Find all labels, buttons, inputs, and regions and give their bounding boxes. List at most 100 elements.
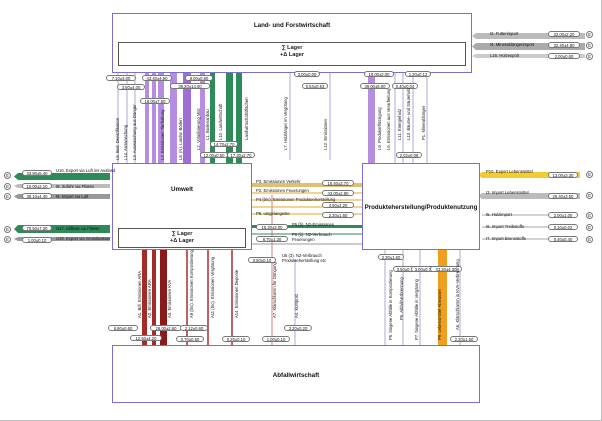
land-flow-label: L13. Bäume- und Säureholz [406,87,411,140]
import-label: L16. Holzexport [490,53,520,58]
marker-e: E [586,224,593,231]
produkte-right-label: I3. Import Lebensmittel [486,190,529,195]
produkte-right-label: I7. Import Brennstoffe [486,236,527,241]
import-value: 32.40±4.80 [548,42,580,48]
node-abfallwirtschaft: Abfallwirtschaft [112,345,480,403]
land-flow-value: 2.02±0.08 [396,152,422,158]
marker-e: E [4,183,11,190]
node-land-title: Land- und Forstwirtschaft [253,22,331,29]
land-flow-value: 10.00±2.00 [364,71,394,77]
umwelt-left-label: I8. Zufuhr via Flüsse [56,184,94,189]
abfall-flow-value: 3.20±0.20 [284,325,312,331]
land-flow-label: L4. Emissionen Tierhaltung [160,109,165,160]
abfall-flow-label: A11 (b/c). Emissionen Vergärung [210,256,215,318]
middle-flow-value: 8.70±1.30 [256,236,288,242]
node-produkte-title: Produkteherstellung/Produktenutzung [364,204,478,211]
produkte-right-label: I6. Import Treibstoffe [486,224,525,229]
land-flow-value: 39.20±14.00 [170,83,210,89]
marker-e: E [586,53,593,60]
marker-e: E [4,193,11,200]
umwelt-left-label: I9. Import via Luft [56,194,89,199]
umwelt-left-label: U17. Abfluss via Flüsse [56,226,100,231]
land-flow-label: L1. Bodenanbau [205,109,210,140]
umwelt-left-value: 33.80±5.40 [22,170,52,176]
marker-e: E [586,171,593,178]
produkte-right-value: 2.00±1.00 [548,212,578,218]
abfall-flow-value: 0.25±0.10 [222,336,250,342]
marker-e: E [586,42,593,49]
marker-e: E [4,172,11,179]
land-flow-value: 0.53±0.53 [302,83,328,89]
abfall-flow-label: A7. Klärschlamm für Düngung [272,262,277,318]
abfall-flow-value: 0.70±0.50 [176,336,204,342]
produkte-right-value: 25.40±3.50 [548,193,578,199]
umwelt-left-value: 38.10±4.40 [22,193,52,199]
produkte-right-label: P10. Export Lebensmittel [486,169,533,174]
abfall-flow-label: P7. biogene Abfälle in Vergärung [414,279,419,340]
land-flow-label: L6. Emissionen aus Verarbeitung [386,88,391,150]
middle-flow-label: P3. Emissionen Verkehr [256,179,301,184]
lager-umwelt: ∑ Lager +Δ Lager [118,228,246,248]
land-flow-value: 18.00±7.50 [140,98,170,104]
node-abfall-title: Abfallwirtschaft [272,372,320,379]
produkte-right-value: 0.40±0.40 [548,236,578,242]
middle-flow-label: P8. umgelangeste [256,211,290,216]
land-flow-value: 39.00±5.00 [360,83,390,89]
middle-flow-label: P6 (b). N2-Verbrauch Feuerungen [292,232,332,242]
middle-flow-label: P4 (b/c). Emissionen Produktenherstellun… [256,197,336,202]
abfall-flow-label: A3. Emissionen KVA [167,279,172,318]
marker-e: E [4,236,11,243]
abfall-to-umwelt-bands [142,250,233,345]
abfall-flow-value: 2.20±1.50 [450,336,478,342]
land-flow-label: L2. Volatilisierung Mist [196,108,201,150]
land-flow-label: L11. Energieholz [397,108,402,140]
marker-e: E [586,236,593,243]
land-flow-value: 17.30±2.70 [227,152,255,158]
land-flow-value: 1.20±0.12 [405,71,431,77]
marker-e: E [586,192,593,199]
marker-e: E [586,212,593,219]
import-label: I2. Futterimport [490,31,519,36]
import-value: 32.00±2.20 [548,31,580,37]
middle-flow-value: 4.50±2.20 [322,202,354,208]
import-label: I4. Mineraldüngerimport [490,42,535,47]
land-flow-value: 3.50±4.00 [117,84,145,90]
middle-flow-label: P5 (b). N2-Emissionen [292,222,335,227]
land-flow-label: Landwirtschaftsflächen [244,97,249,140]
land-flow-label: L14. Auswaschung [123,124,128,160]
abfall-flow-label: A14. Emissionen Deponie [234,269,239,318]
abfall-flow-label: P6. Abfall/Verbrennung [399,277,404,320]
land-to-umwelt-bands [145,73,375,165]
land-flow-label: L3. Auswaschung aus Dünger [132,104,137,160]
land-flow-value: 3.00±0.00 [294,71,320,77]
umwelt-left-label: U16. Export via Luft ins Ausland [56,168,116,173]
abfall-flow-value: 2.12±0.60 [180,325,208,331]
node-produkteherstellung: Produkteherstellung/Produktenutzung [362,163,480,250]
abfall-flow-value: 43.20±4.30 [430,266,462,272]
abfall-flow-value: 6.80±0.60 [108,325,138,331]
lager-top: ∑ Lager +Δ Lager [118,42,466,66]
land-flow-value: 12.00±0.50 [200,152,228,158]
land-flow-label: L9. Produkteflüssigung [377,107,382,150]
middle-flow-label: P2. Emissionen Feuerungen [256,188,309,193]
umwelt-left-value: 70.50±7.30 [22,225,52,231]
abfall-flow-value: 2.30±1.60 [378,254,404,260]
abfall-flow-label: A6. Klärschlamm in KVA-Verbrennung [455,259,460,330]
land-flow-value: 8.00±0.80 [185,75,213,81]
abfall-flow-label: A1. Bdl. Emissionen ARA [137,270,142,318]
middle-flow-label: U5 (3). N2-Verbrauch Produkteherstellung… [282,253,326,263]
land-flow-label: P1. Mineraldünger [421,105,426,140]
abfall-flow-value: 1.00±0.10 [262,336,290,342]
marker-e: E [4,226,11,233]
produkte-right-value: 0.10±0.02 [548,224,578,230]
land-flow-label: L10. Landwirtschaft [218,103,223,140]
middle-flow-value: 0.50±0.10 [248,257,276,263]
land-flow-value: 7.10±3.00 [106,75,136,81]
land-flow-value: 0.40±0.04 [392,83,418,89]
abfall-flow-value: 26.00±2.60 [150,325,182,331]
import-value: 2.00±0.60 [548,53,580,59]
produkte-right-label: I5. Holzimport [486,212,512,217]
land-flow-label: L8. (N). Landw. Böden [178,118,183,160]
umwelt-left-value: 10.00±2.10 [22,183,52,189]
land-flow-label: L7. Holzlänger im Vergütung [283,97,288,150]
